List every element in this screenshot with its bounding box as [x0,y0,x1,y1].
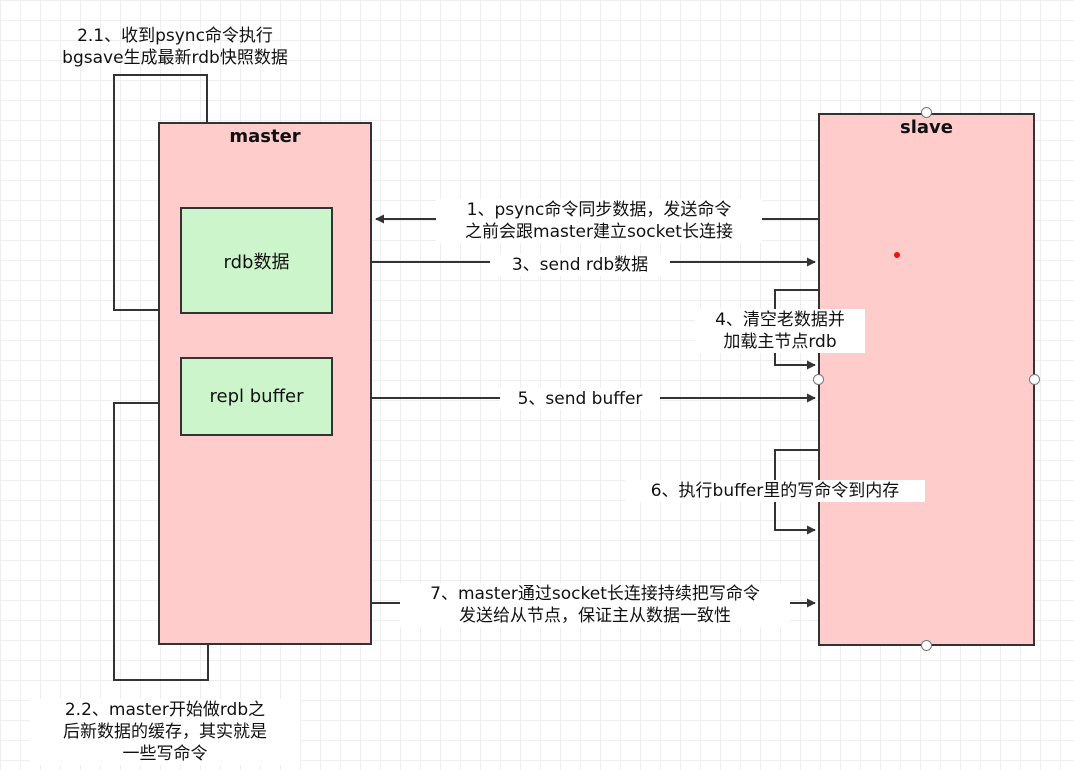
label-step-4: 4、清空老数据并加载主节点rdb [695,309,865,353]
label-step-2-2: 2.2、master开始做rdb之后新数据的缓存，其实就是一些写命令 [30,699,300,765]
repl-buffer-label: repl buffer [209,386,304,407]
slave-node[interactable]: slave [818,113,1035,646]
selection-handle-bottom[interactable] [921,640,932,651]
rdb-data-node[interactable]: rdb数据 [180,207,333,314]
selection-handle-top[interactable] [921,107,932,118]
rdb-data-label: rdb数据 [223,251,290,273]
master-title: master [229,126,301,147]
label-step-3: 3、send rdb数据 [490,254,670,276]
selection-handle-left[interactable] [813,374,824,385]
label-step-7: 7、master通过socket长连接持续把写命令发送给从节点，保证主从数据一致… [400,583,790,627]
edge-bgsave-loop [113,74,212,311]
red-dot-marker [894,252,900,258]
label-step-1: 1、psync命令同步数据，发送命令之前会跟master建立socket长连接 [436,199,762,243]
label-step-6: 6、执行buffer里的写命令到内存 [625,480,925,502]
selection-handle-right[interactable] [1029,374,1040,385]
slave-title: slave [900,117,953,138]
label-step-5: 5、send buffer [500,388,660,410]
repl-buffer-node[interactable]: repl buffer [180,357,333,436]
